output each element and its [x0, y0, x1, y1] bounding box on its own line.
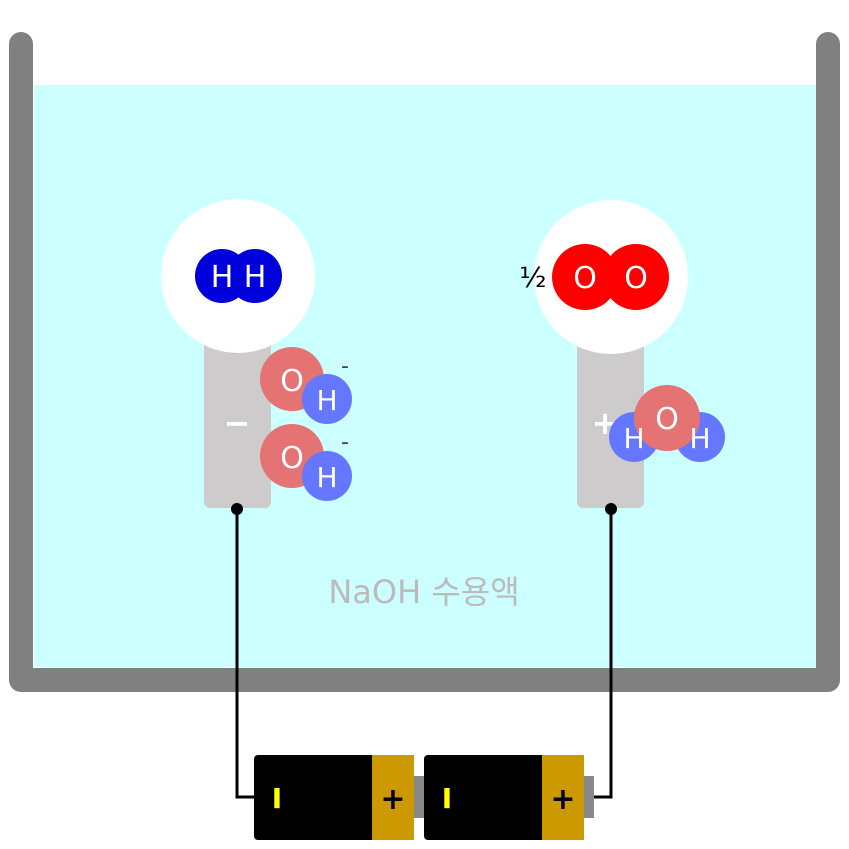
- battery-negative-label: I: [442, 782, 452, 815]
- o2-molecule: O O: [552, 244, 669, 310]
- cathode-electrode: [204, 330, 271, 508]
- cathode-sign: −: [224, 404, 251, 442]
- hydroxide-ion: O H -: [260, 347, 352, 424]
- battery-positive-label: +: [380, 782, 405, 817]
- wires: [235, 509, 613, 799]
- battery: I +: [424, 755, 594, 840]
- hydroxide-charge: -: [341, 430, 349, 455]
- o2-atom-1: O: [573, 261, 597, 296]
- cathode-wire: [235, 509, 258, 799]
- h2-atom-1: H: [211, 260, 234, 295]
- water-oxygen: O: [655, 402, 679, 437]
- h2-molecule: H H: [195, 249, 282, 303]
- battery-positive-label: +: [550, 782, 575, 817]
- hydroxide-hydrogen: H: [316, 461, 337, 494]
- water-molecule: H O H: [609, 385, 725, 462]
- cathode-terminal-dot: [231, 503, 243, 515]
- water-hydrogen-left: H: [623, 422, 644, 455]
- hydroxide-hydrogen: H: [316, 384, 337, 417]
- oxygen-coefficient: ½: [519, 261, 546, 294]
- hydroxide-charge: -: [341, 354, 349, 379]
- anode-wire: [593, 509, 613, 799]
- container: [9, 32, 840, 692]
- water-hydrogen-right: H: [689, 422, 710, 455]
- naoh-solution: [34, 85, 816, 667]
- hydroxide-oxygen: O: [280, 364, 304, 399]
- hydroxide-oxygen: O: [280, 441, 304, 476]
- anode-terminal-dot: [605, 503, 617, 515]
- o2-atom-2: O: [624, 261, 648, 296]
- battery-negative-label: I: [272, 782, 282, 815]
- anode-electrode: [577, 330, 644, 508]
- hydroxide-ion: O H -: [260, 424, 352, 501]
- battery: I +: [254, 755, 424, 840]
- h2-atom-2: H: [244, 260, 267, 295]
- solution-label: NaOH 수용액: [328, 573, 519, 611]
